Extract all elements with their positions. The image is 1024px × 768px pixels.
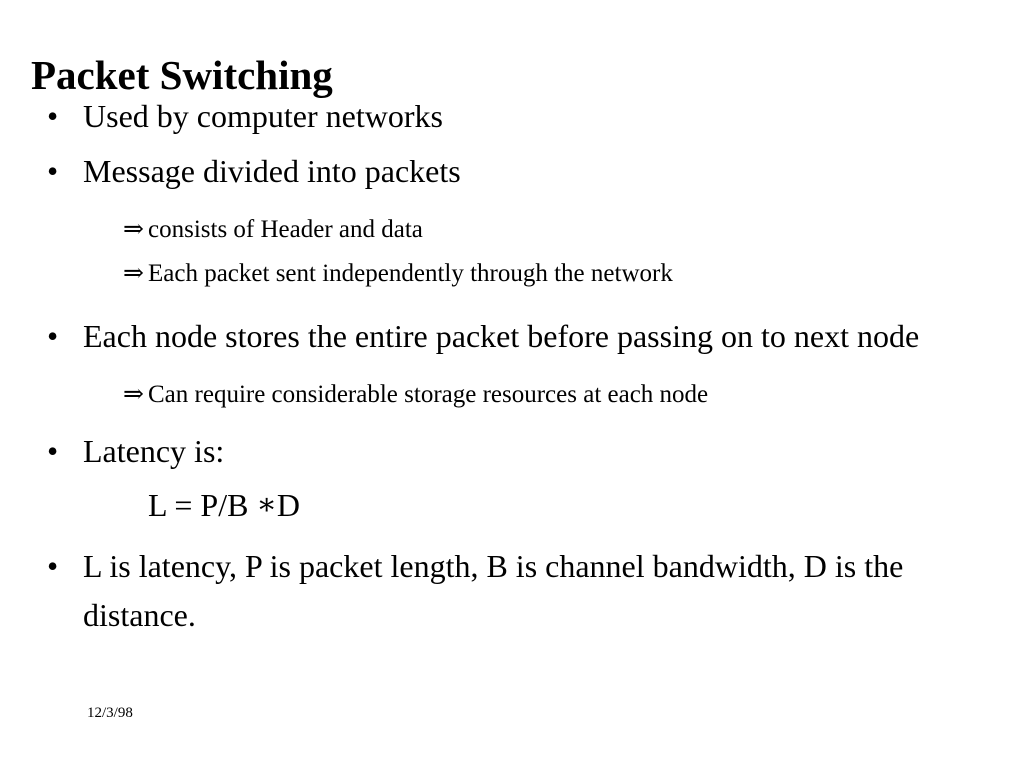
double-arrow-icon: ⇒: [123, 216, 144, 243]
list-item: • Each node stores the entire packet bef…: [0, 312, 1024, 361]
list-item: • Used by computer networks: [0, 92, 1024, 141]
list-item-text: Used by computer networks: [83, 98, 443, 134]
formula-rhs: D: [276, 487, 300, 523]
list-item-text: L is latency, P is packet length, B is c…: [83, 548, 904, 633]
list-item: • Latency is:: [0, 427, 1024, 476]
spacer: [0, 202, 1024, 210]
sub-list-item: ⇒ consists of Header and data: [0, 210, 1024, 250]
latency-formula: L = P/B ∗D: [0, 482, 1024, 528]
list-item-text: Each node stores the entire packet befor…: [83, 318, 920, 354]
slide-date-footer: 12/3/98: [87, 705, 133, 721]
sub-list-item-text: Each packet sent independently through t…: [148, 260, 673, 287]
sub-list-item-text: consists of Header and data: [148, 216, 423, 243]
double-arrow-icon: ⇒: [123, 260, 144, 287]
bullet-marker-icon: •: [47, 153, 59, 189]
list-item: • Message divided into packets: [0, 147, 1024, 196]
formula-lhs: L = P/B: [148, 487, 257, 523]
bullet-marker-icon: •: [47, 433, 59, 469]
bullet-marker-icon: •: [47, 318, 59, 354]
sub-list-item-text: Can require considerable storage resourc…: [148, 381, 709, 408]
asterisk-icon: ∗: [256, 488, 277, 521]
bullet-marker-icon: •: [47, 548, 59, 584]
spacer: [0, 419, 1024, 427]
sub-list-item: ⇒ Can require considerable storage resou…: [0, 375, 1024, 415]
double-arrow-icon: ⇒: [123, 381, 144, 408]
spacer: [0, 298, 1024, 312]
spacer: [0, 367, 1024, 375]
slide-body: • Used by computer networks • Message di…: [0, 92, 1024, 646]
list-item: • L is latency, P is packet length, B is…: [0, 542, 1024, 640]
bullet-marker-icon: •: [47, 98, 59, 134]
spacer: [0, 534, 1024, 542]
list-item-text: Latency is:: [83, 433, 225, 469]
page-title: Packet Switching: [31, 52, 333, 99]
list-item-text: Message divided into packets: [83, 153, 461, 189]
sub-list-item: ⇒ Each packet sent independently through…: [0, 254, 1024, 294]
